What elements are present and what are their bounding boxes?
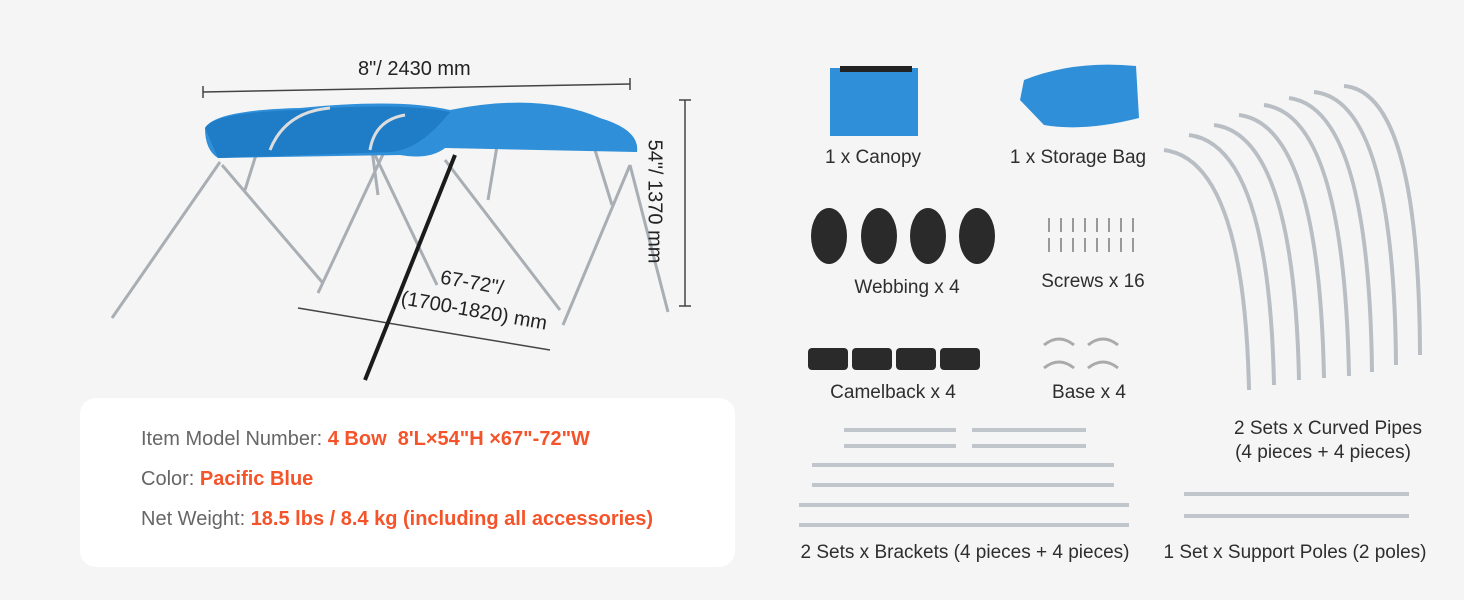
webbing-label: Webbing x 4 — [854, 277, 960, 298]
screws-image — [1048, 218, 1134, 252]
model-number-row: Item Model Number: 4 Bow 8'L×54"H ×67"-7… — [141, 428, 590, 451]
camelback-image — [808, 348, 980, 370]
base-label: Base x 4 — [1052, 382, 1126, 403]
camelback-label: Camelback x 4 — [830, 382, 956, 403]
model-value: 4 Bow 8'L×54"H ×67"-72"W — [327, 428, 590, 450]
support-poles-image — [1184, 492, 1409, 518]
product-info-card: Item Model Number: 4 Bow 8'L×54"H ×67"-7… — [80, 398, 735, 567]
curved-pipes-image — [1163, 84, 1422, 391]
weight-label: Net Weight: — [141, 508, 246, 530]
parts-illustrations — [799, 64, 1422, 527]
color-label: Color: — [141, 468, 195, 490]
screws-label: Screws x 16 — [1041, 271, 1145, 292]
brackets-label: 2 Sets x Brackets (4 pieces + 4 pieces) — [800, 542, 1130, 563]
canopy-image — [830, 68, 918, 136]
curved-pipes-label: 2 Sets x Curved Pipes — [1234, 418, 1422, 439]
support-poles-label: 1 Set x Support Poles (2 poles) — [1163, 542, 1427, 563]
height-dimension: 54"/ 1370 mm — [643, 139, 666, 264]
curved-pipes-sub-label: (4 pieces + 4 pieces) — [1235, 442, 1411, 463]
length-dimension: 8"/ 2430 mm — [358, 58, 471, 80]
color-row: Color: Pacific Blue — [141, 468, 313, 491]
weight-value: 18.5 lbs / 8.4 kg (including all accesso… — [250, 508, 654, 530]
model-label: Item Model Number: — [141, 428, 323, 450]
storage-bag-image — [1020, 64, 1139, 128]
webbing-image — [811, 208, 995, 264]
brackets-image — [799, 428, 1129, 527]
canopy-label: 1 x Canopy — [824, 147, 922, 168]
storage-bag-label: 1 x Storage Bag — [1009, 147, 1147, 168]
base-image — [1043, 337, 1119, 370]
color-value: Pacific Blue — [199, 468, 314, 490]
bimini-top-illustration — [110, 78, 691, 381]
strap — [363, 154, 457, 381]
weight-row: Net Weight: 18.5 lbs / 8.4 kg (including… — [141, 508, 653, 531]
